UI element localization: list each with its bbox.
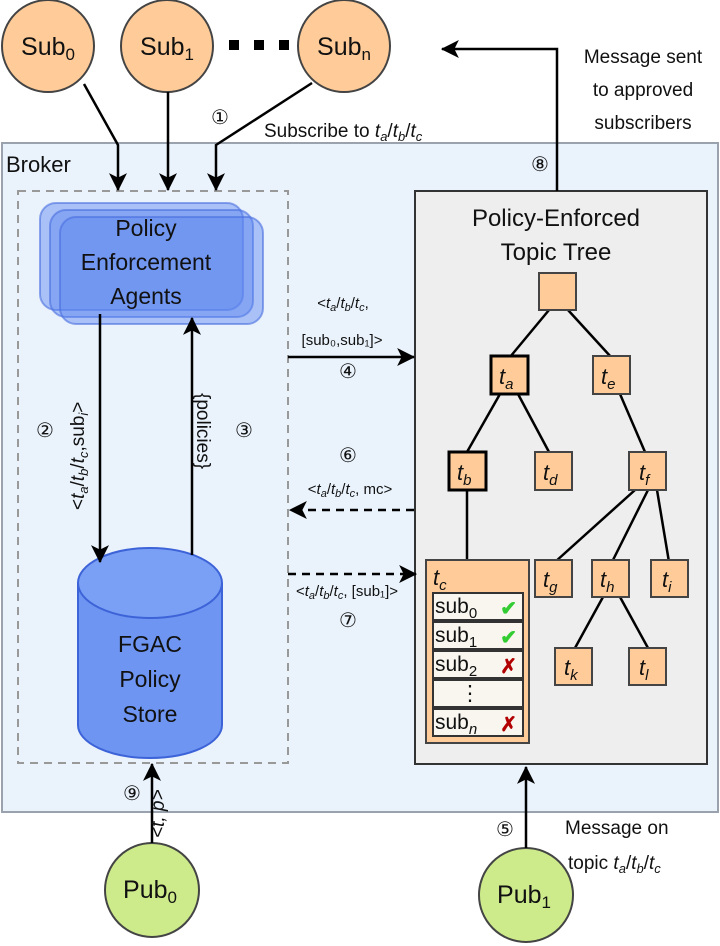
acl-row[interactable]: subn ✗: [432, 708, 524, 738]
deliver-arrow: [440, 40, 559, 191]
ellipsis-dots: [229, 40, 289, 50]
step-3: ③: [235, 420, 253, 442]
acl-subscriber: subn: [435, 711, 477, 738]
subscriber-0[interactable]: Sub0: [1, 0, 95, 93]
acl-subscriber: ⋮: [460, 682, 481, 705]
msg-sent-line-3: subscribers: [594, 113, 691, 134]
step-9: ⑨: [123, 783, 141, 805]
svg-text:tf: tf: [639, 460, 651, 489]
msg-on-line-1: Message on: [565, 818, 669, 839]
pea-label-1: Policy: [115, 215, 177, 241]
broker-label: Broker: [6, 152, 71, 177]
tree-root-node[interactable]: [538, 272, 577, 311]
arrow6-label: <ta/tb/tc, mc>: [308, 481, 393, 500]
tree-node-tg[interactable]: tg: [534, 559, 573, 598]
svg-text:tc: tc: [433, 565, 447, 594]
arrow9-label: <t, p>: [148, 789, 169, 838]
svg-text:tl: tl: [639, 655, 649, 684]
store-label-1: FGAC: [118, 631, 182, 657]
arrow4-label-2: [sub₀,sub₁]>: [302, 332, 383, 349]
svg-text:tk: tk: [564, 655, 579, 684]
tree-node-tk[interactable]: tk: [554, 647, 593, 686]
acl-subscriber: sub2: [435, 653, 477, 680]
subscriber-n[interactable]: Subn: [297, 0, 391, 93]
acl-row[interactable]: ⋮: [432, 679, 524, 708]
tree-node-td[interactable]: td: [534, 451, 573, 491]
cross-icon: ✗: [500, 714, 517, 736]
store-label-3: Store: [123, 701, 178, 727]
svg-text:ta: ta: [499, 364, 513, 393]
subscribe-label: Subscribe to ta/tb/tc: [264, 121, 423, 144]
tree-node-te[interactable]: te: [592, 355, 631, 395]
acl-row[interactable]: sub1 ✔: [432, 621, 524, 651]
step-5: ⑤: [496, 819, 514, 841]
step-4: ④: [339, 361, 357, 383]
check-icon: ✔: [500, 598, 517, 620]
tree-edges: [465, 309, 671, 649]
step-2: ②: [36, 420, 54, 442]
publisher-1[interactable]: Pub1: [478, 847, 574, 943]
step-8: ⑧: [531, 154, 549, 176]
tree-node-ta[interactable]: ta: [489, 354, 530, 396]
svg-text:Sub1: Sub1: [140, 33, 194, 64]
tree-node-ti[interactable]: ti: [650, 559, 689, 598]
acl-subscriber: sub0: [435, 595, 477, 622]
subscribe-arrows: [82, 81, 313, 192]
tree-node-tb[interactable]: tb: [447, 450, 488, 492]
tree-node-th[interactable]: th: [591, 559, 630, 598]
svg-text:Pub1: Pub1: [497, 881, 551, 912]
pea-label-3: Agents: [110, 283, 182, 309]
topic-tree-title-1: Policy-Enforced: [472, 205, 640, 232]
msg-on-line-2: topic ta/tb/tc: [568, 853, 661, 876]
acl-row[interactable]: sub0 ✔: [432, 592, 524, 622]
svg-text:tb: tb: [457, 460, 471, 489]
policy-enforcement-agents[interactable]: Policy Enforcement Agents: [39, 202, 264, 325]
svg-text:ti: ti: [662, 567, 672, 596]
pea-label-2: Enforcement: [81, 249, 212, 275]
svg-text:Pub0: Pub0: [123, 876, 177, 907]
msg-sent-line-1: Message sent: [584, 47, 703, 68]
svg-text:te: te: [601, 364, 615, 393]
acl-subscriber: sub1: [435, 624, 477, 651]
step-7: ⑦: [339, 610, 357, 632]
subscriber-1[interactable]: Sub1: [120, 0, 214, 93]
arrow2-label: <ta/tb/tc,subi>: [68, 402, 91, 510]
topic-tree-title-2: Topic Tree: [501, 239, 612, 266]
svg-text:Sub0: Sub0: [21, 33, 75, 64]
step-1: ①: [211, 107, 229, 129]
cross-icon: ✗: [500, 656, 517, 678]
check-icon: ✔: [500, 627, 517, 649]
tree-node-tl[interactable]: tl: [628, 647, 667, 686]
fgac-policy-store[interactable]: FGAC Policy Store: [77, 547, 223, 759]
svg-text:th: th: [600, 567, 614, 596]
publisher-0[interactable]: Pub0: [104, 842, 200, 938]
acl-list: sub0 ✔ sub1 ✔ sub2 ✗ ⋮ subn ✗: [432, 592, 524, 738]
msg-sent-line-2: to approved: [593, 80, 693, 101]
arrow3-label: {policies}: [192, 393, 213, 469]
svg-text:tg: tg: [543, 567, 558, 596]
arrow4-label-1: <ta/tb/tc,: [317, 295, 369, 314]
tree-node-tf[interactable]: tf: [628, 451, 667, 491]
svg-text:Subn: Subn: [317, 33, 371, 64]
svg-text:td: td: [543, 460, 558, 489]
store-label-2: Policy: [119, 666, 181, 692]
step-6: ⑥: [339, 445, 357, 467]
acl-row[interactable]: sub2 ✗: [432, 650, 524, 680]
arrow7-label: <ta/tb/tc, [sub₁]>: [296, 583, 398, 602]
